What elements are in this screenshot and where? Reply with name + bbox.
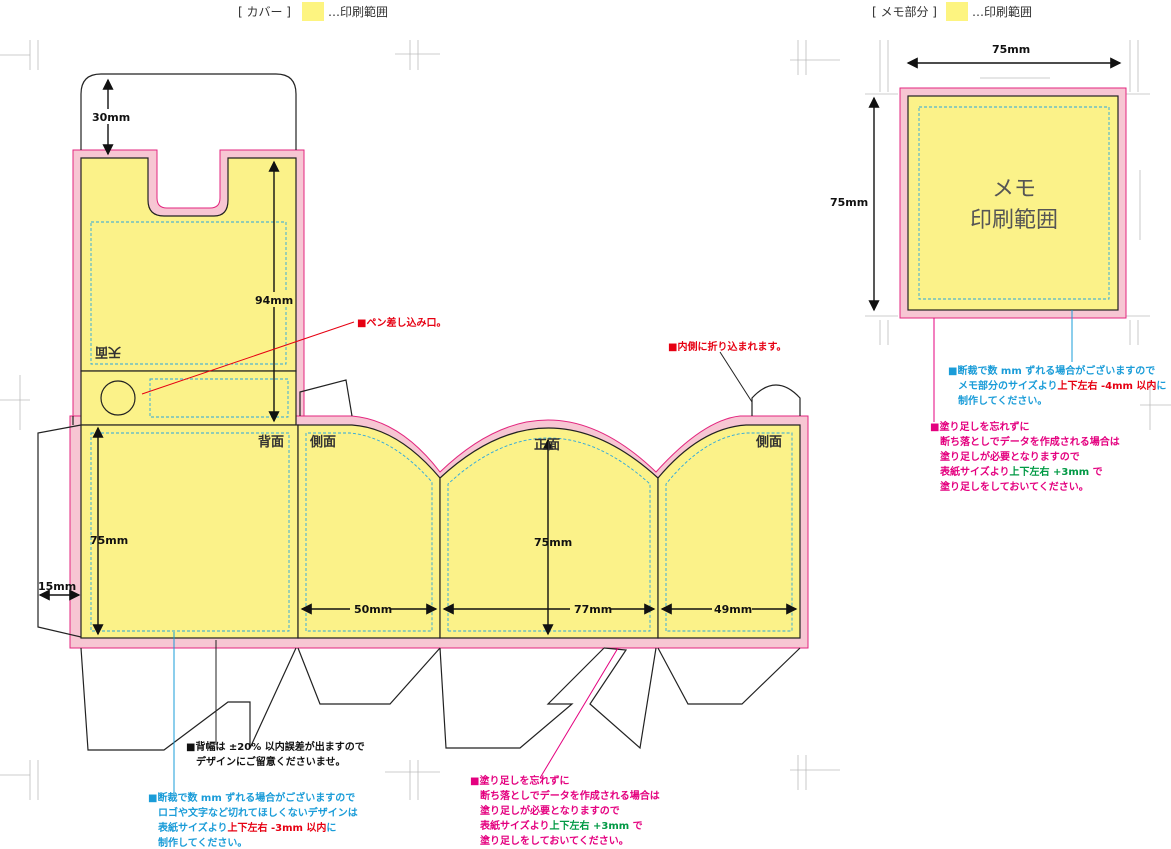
memo-dim-height: 75mm bbox=[830, 196, 868, 209]
dimension-labels: 30mm 94mm 75mm 75mm 15mm 50mm 77mm 49mm … bbox=[38, 42, 1030, 616]
note-pen-slot: ■ペン差し込み口。 bbox=[357, 316, 446, 329]
fold-lines bbox=[81, 370, 296, 426]
bottom-flap-front bbox=[439, 647, 605, 749]
back-panel bbox=[80, 424, 299, 639]
memo-area: メモ 印刷範囲 bbox=[899, 87, 1127, 319]
crop-marks bbox=[0, 40, 1171, 800]
note-cut-cover-2: ロゴや文字など切れてほしくないデザインは bbox=[158, 806, 358, 819]
memo-title-2: 印刷範囲 bbox=[970, 208, 1058, 233]
note-bleed-memo-3: 塗り足しが必要となりますので bbox=[940, 450, 1080, 463]
legend-memo-label: [ メモ部分 ] bbox=[872, 4, 937, 19]
note-fold-in: ■内側に折り込まれます。 bbox=[668, 340, 786, 353]
back-label: 背面 bbox=[258, 434, 284, 450]
note-cut-memo-1: ■断裁で数 mm ずれる場合がございますので bbox=[948, 364, 1155, 377]
dim-side-right: 49mm bbox=[714, 603, 752, 616]
front-panel bbox=[439, 427, 659, 639]
note-cut-cover-3: 表紙サイズより上下左右 -3mm 以内に bbox=[157, 821, 336, 834]
side-right-panel bbox=[657, 424, 801, 639]
dim-top-height: 94mm bbox=[255, 294, 293, 307]
dim-tab: 30mm bbox=[92, 111, 130, 124]
note-bleed-cover-4: 表紙サイズより上下左右 +3mm で bbox=[479, 819, 643, 832]
legend-cover-text: …印刷範囲 bbox=[328, 4, 388, 19]
dim-side-left: 50mm bbox=[354, 603, 392, 616]
note-bleed-cover-5: 塗り足しをしておいてください。 bbox=[480, 834, 629, 847]
side-left-label: 側面 bbox=[309, 434, 336, 450]
bottom-flap-side2 bbox=[657, 647, 801, 705]
bottom-flap-front2 bbox=[589, 647, 657, 750]
note-spine-1: ■背幅は ±20% 以内誤差が出ますので bbox=[186, 740, 365, 753]
fold-in-tab bbox=[751, 384, 801, 416]
note-bleed-cover-3: 塗り足しが必要となりますので bbox=[480, 804, 620, 817]
top-tab bbox=[80, 73, 297, 150]
note-cut-memo-3: 制作してください。 bbox=[958, 394, 1047, 407]
memo-title-1: メモ bbox=[992, 177, 1036, 202]
legend: [ カバー ] …印刷範囲 [ メモ部分 ] …印刷範囲 bbox=[238, 2, 1032, 21]
glue-flap bbox=[37, 424, 82, 638]
dim-front: 77mm bbox=[574, 603, 612, 616]
cover-panels bbox=[80, 157, 801, 639]
pen-slot-hole bbox=[100, 380, 136, 416]
dim-height-back: 75mm bbox=[90, 534, 128, 547]
note-spine-2: デザインにご留意くださいませ。 bbox=[196, 755, 346, 768]
leader-lines bbox=[141, 310, 1073, 793]
dimension-arrows bbox=[38, 57, 1122, 636]
note-bleed-memo-2: 断ち落としでデータを作成される場合は bbox=[940, 435, 1120, 448]
legend-cover-swatch bbox=[302, 2, 324, 21]
front-label: 正面 bbox=[534, 438, 560, 453]
note-cut-cover-4: 制作してください。 bbox=[158, 836, 247, 849]
note-cut-memo-2: メモ部分のサイズより上下左右 -4mm 以内に bbox=[958, 379, 1166, 392]
dim-height-front: 75mm bbox=[534, 536, 572, 549]
note-cut-cover-1: ■断裁で数 mm ずれる場合がございますので bbox=[148, 791, 355, 804]
legend-memo-text: …印刷範囲 bbox=[972, 4, 1032, 19]
dim-glue: 15mm bbox=[38, 580, 76, 593]
bottom-flap-back bbox=[80, 647, 297, 751]
notes: ■ペン差し込み口。 ■内側に折り込まれます。 ■背幅は ±20% 以内誤差が出ま… bbox=[148, 316, 1166, 849]
corner-tab bbox=[299, 379, 353, 417]
safe-lines bbox=[90, 221, 793, 632]
note-bleed-cover-1: ■塗り足しを忘れずに bbox=[470, 774, 569, 787]
note-bleed-memo-5: 塗り足しをしておいてください。 bbox=[940, 480, 1089, 493]
side-right-label: 側面 bbox=[755, 434, 782, 450]
note-bleed-cover-2: 断ち落としでデータを作成される場合は bbox=[480, 789, 660, 802]
dieline-flaps bbox=[37, 73, 801, 751]
note-bleed-memo-1: ■塗り足しを忘れずに bbox=[930, 420, 1029, 433]
top-panel-label: 天面 bbox=[95, 344, 121, 359]
panel-labels: 背面 側面 正面 側面 天面 bbox=[95, 344, 782, 453]
legend-cover-label: [ カバー ] bbox=[238, 5, 291, 19]
bottom-flap-side1 bbox=[297, 647, 441, 705]
legend-memo-swatch bbox=[946, 2, 968, 21]
top-panel bbox=[80, 157, 297, 372]
memo-dim-width: 75mm bbox=[992, 43, 1030, 56]
note-bleed-memo-4: 表紙サイズより上下左右 +3mm で bbox=[939, 465, 1103, 478]
